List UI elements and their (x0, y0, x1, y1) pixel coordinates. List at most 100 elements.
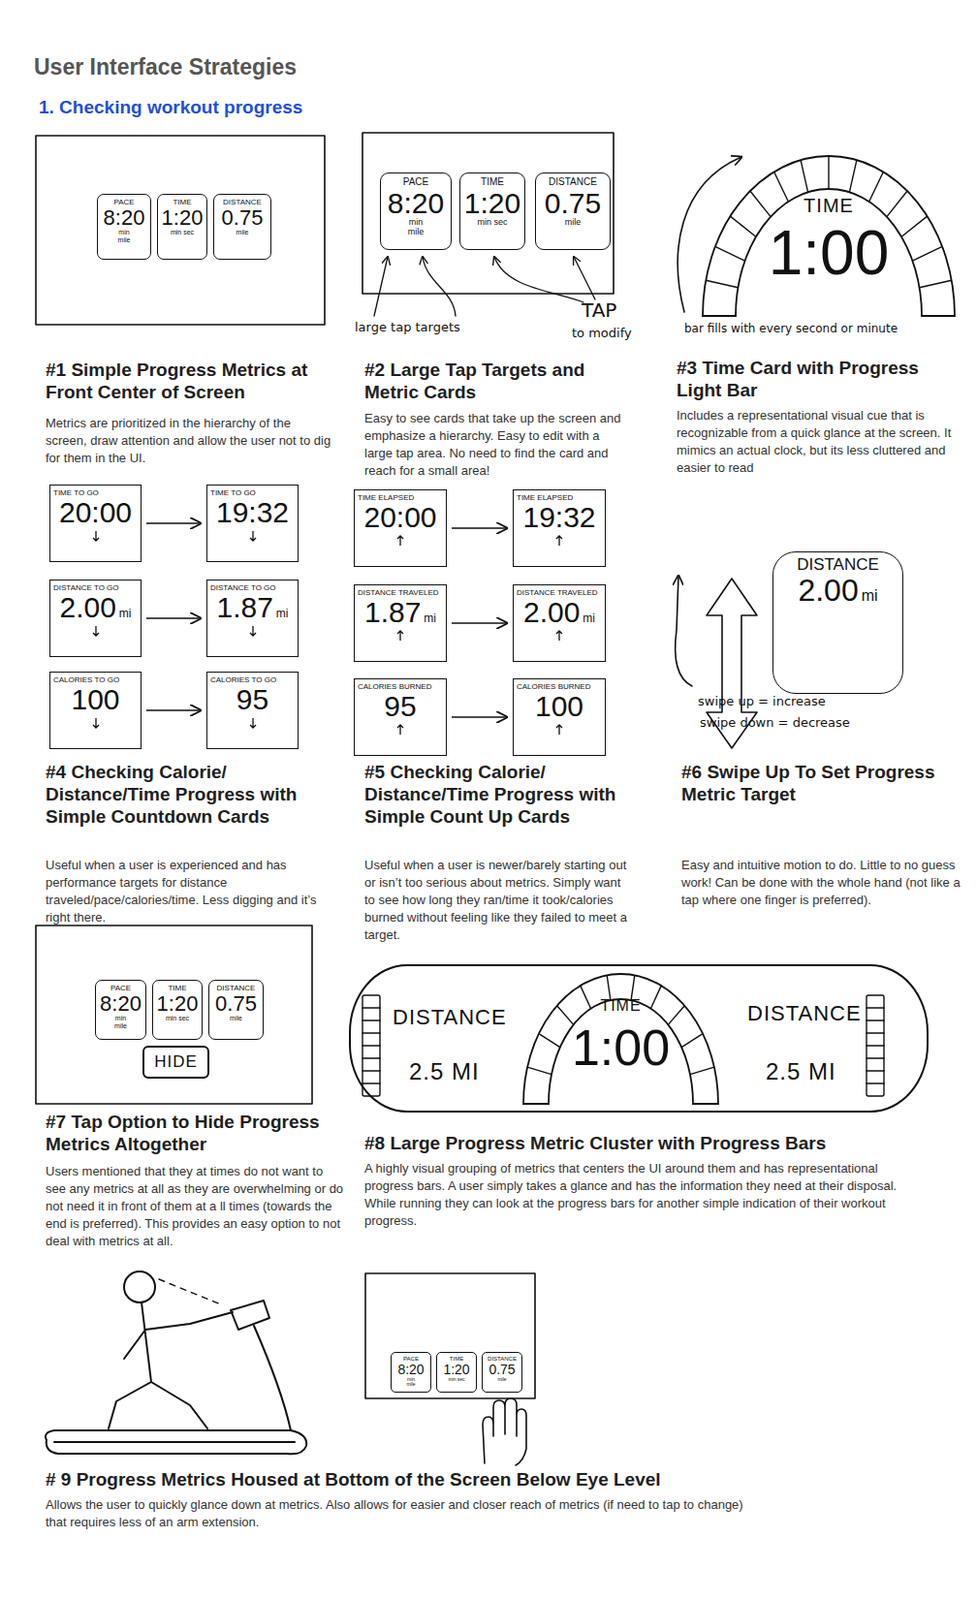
metric-label: DISTANCE TO GO (53, 583, 120, 593)
metric-value: 100 (535, 691, 584, 723)
metric-card: CALORIES TO GO100 (49, 671, 142, 750)
direction-arrow-path (397, 724, 404, 735)
metric-unit: mi (423, 612, 437, 626)
leader-line (422, 256, 456, 316)
treadmill-console (230, 1300, 270, 1330)
metric-unit: min sec (165, 1014, 190, 1023)
progress-arrow (677, 157, 742, 313)
value-row: 95 (383, 691, 416, 723)
metric-unit: min sec (476, 218, 507, 228)
strategy-heading: #1 Simple Progress Metrics at Front Cent… (45, 358, 337, 404)
metric-card: TIME ELAPSED20:00 (353, 489, 447, 568)
direction-arrow (395, 535, 406, 547)
metric-label: CALORIES BURNED (357, 682, 432, 692)
metric-value: 1:00 (520, 1021, 722, 1075)
metric-value: 2.5 MI (765, 1058, 837, 1086)
metric-label: TIME ELAPSED (357, 493, 414, 503)
metric-label: DISTANCE TRAVELED (357, 588, 440, 598)
treadmill-belt-line (54, 1441, 295, 1444)
metric-label: DISTANCE (217, 983, 256, 993)
direction-arrow-path (250, 626, 256, 636)
value-row: 1.87mi (364, 597, 437, 629)
metric-card: CALORIES TO GO95 (206, 671, 299, 750)
metric-unit: min sec (170, 228, 194, 237)
metric-label: CALORIES TO GO (53, 675, 120, 685)
direction-arrow-path (93, 531, 99, 541)
metric-label: DISTANCE (487, 1355, 517, 1363)
flow-arrow (146, 522, 201, 525)
metric-card: DISTANCE TRAVELED1.87mi (353, 584, 447, 662)
strategy-description: Allows the user to quickly glance down a… (45, 1496, 763, 1532)
direction-arrow (248, 530, 258, 542)
metric-card: DISTANCE0.75mile (208, 979, 264, 1041)
metric-value: 0.75 (488, 1362, 515, 1378)
metric-value: 0.75 (544, 188, 601, 220)
time-arch-card: TIME1:00 (520, 971, 722, 1104)
metric-label: TIME (480, 176, 505, 189)
flow-arrow (451, 716, 507, 719)
annotation: bar fills with every second or minute (684, 321, 972, 336)
value-row: 20:00 (59, 497, 132, 529)
metric-value: 1:20 (464, 188, 521, 220)
gaze-line (158, 1279, 221, 1305)
strategy-description: Easy and intuitive motion to do. Little … (681, 856, 963, 910)
metric-value: 20:00 (59, 497, 132, 529)
metric-unit: min mile (406, 218, 427, 238)
metric-card: PACE8:20min mile (94, 979, 147, 1041)
metric-label: PACE (403, 1355, 419, 1363)
direction-arrow (248, 625, 258, 637)
direction-arrow (91, 717, 101, 729)
metric-card: DISTANCE TO GO1.87mi (206, 579, 299, 658)
direction-arrow-path (556, 535, 563, 546)
metric-card: PACE8:20min mile (390, 1352, 432, 1393)
strategy-heading: #3 Time Card with Progress Light Bar (676, 356, 968, 402)
metric-label: TIME (172, 197, 191, 207)
metric-card: TIME1:20min sec (436, 1352, 477, 1393)
progress-bar (866, 995, 884, 1097)
metric-unit: min mile (405, 1377, 417, 1388)
leader-line (494, 256, 584, 303)
flow-arrow (146, 709, 201, 712)
strategy-description: Useful when a user is newer/barely start… (364, 856, 631, 945)
metric-label: TIME (167, 983, 187, 993)
metric-value: 19:32 (216, 497, 289, 529)
direction-arrow (554, 630, 565, 642)
treadmill-upright (253, 1325, 291, 1431)
metric-card: TIME1:20min sec (459, 172, 526, 251)
strategy-description: Easy to see cards that take up the scree… (364, 409, 622, 480)
direction-arrow-path (93, 626, 99, 636)
metric-card: TIME TO GO20:00 (49, 484, 142, 563)
direction-arrow (554, 724, 565, 736)
strategy-description: Users mentioned that they at times do no… (45, 1163, 347, 1251)
strategy-description: A highly visual grouping of metrics that… (364, 1160, 927, 1230)
value-row: 20:00 (363, 502, 437, 534)
progress-bar (362, 995, 380, 1097)
strategy-heading: # 9 Progress Metrics Housed at Bottom of… (45, 1468, 821, 1491)
strategy-heading: #4 Checking Calorie/ Distance/Time Progr… (45, 760, 327, 828)
metric-label: TIME (449, 1355, 464, 1363)
direction-arrow-path (397, 630, 404, 641)
direction-arrow (395, 724, 406, 736)
direction-arrow-path (397, 535, 404, 546)
metric-label: PACE (110, 983, 131, 993)
metric-value: 1:20 (161, 206, 204, 229)
metric-label: TIME TO GO (53, 488, 99, 498)
flow-arrow (451, 622, 507, 625)
runner-body (108, 1302, 233, 1429)
metric-value: 1.87 (216, 592, 273, 624)
swipe-arrow (675, 575, 693, 687)
metric-label: PACE (403, 176, 430, 189)
section-subtitle: 1. Checking workout progress (38, 96, 427, 119)
metric-value: 8:20 (99, 992, 142, 1015)
time-arch-card: TIME1:00 (699, 153, 958, 316)
metric-unit: mi (582, 612, 596, 626)
metric-card: TIME1:20min sec (157, 193, 208, 260)
progress-bar-segments (866, 1008, 884, 1084)
metric-card: TIME TO GO19:32 (206, 484, 299, 563)
metric-value: 1.87 (364, 597, 421, 629)
strategy-description: Metrics are prioritized in the hierarchy… (45, 414, 332, 468)
hide-button: HIDE (142, 1045, 210, 1079)
direction-arrow-path (250, 718, 256, 728)
strategy-heading: #2 Large Tap Targets and Metric Cards (364, 358, 627, 404)
flow-arrow (146, 617, 201, 620)
